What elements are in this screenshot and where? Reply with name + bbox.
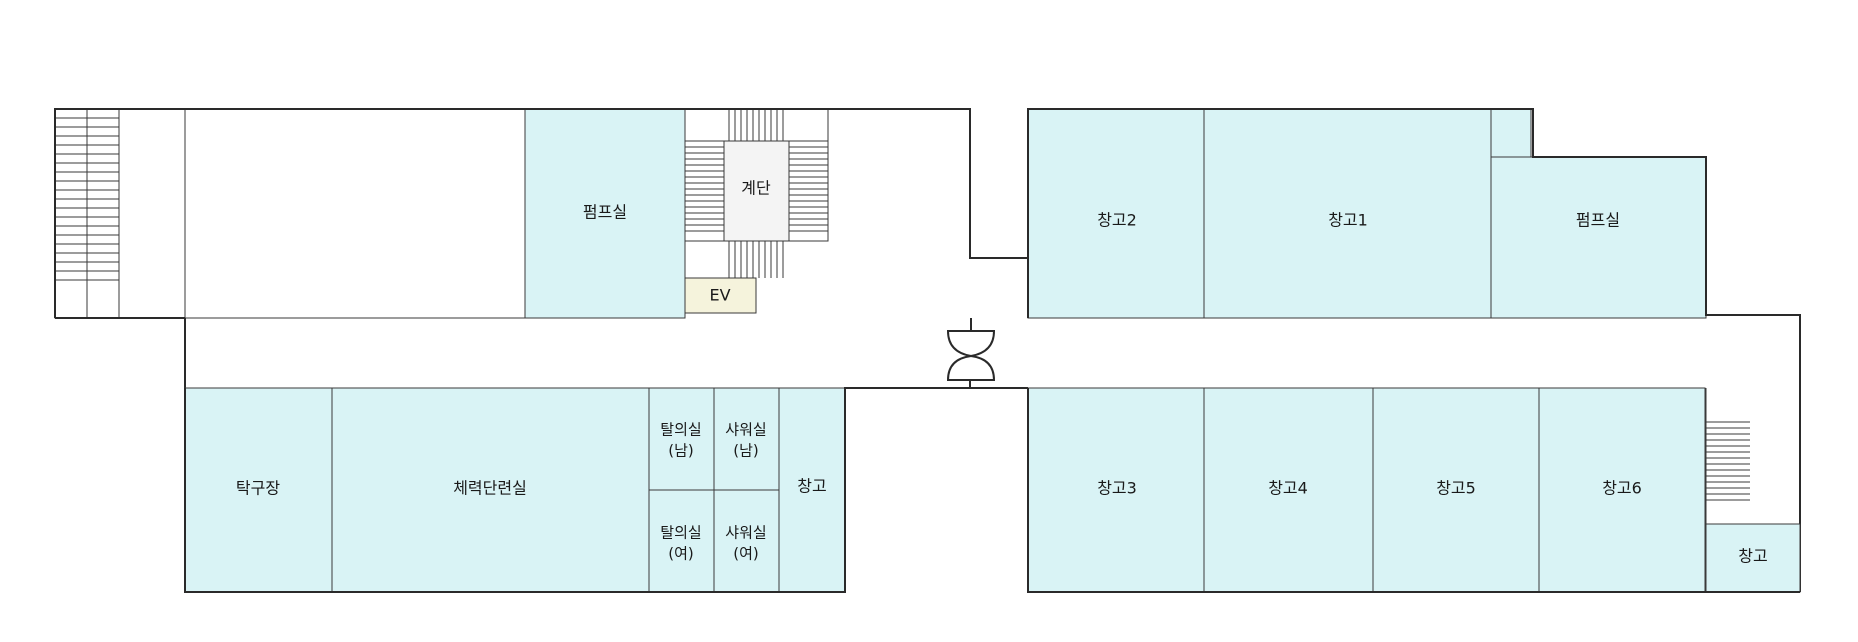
table-tennis-label: 탁구장 (236, 479, 280, 498)
changing-men-label-2: (남) (668, 442, 694, 460)
shower-room-women (713, 489, 780, 593)
storage-6 (1538, 387, 1706, 593)
changing-women-label-1: 탈의실 (660, 524, 701, 542)
shower-room-men (713, 387, 780, 491)
storage-2 (1027, 108, 1205, 319)
east-upper-wall (1027, 108, 1801, 592)
storage-3 (1027, 387, 1205, 593)
west-upper-wall (54, 108, 1028, 318)
changing-women-label-2: (여) (668, 545, 694, 563)
stair-core-treads (685, 109, 828, 278)
storage-5-label: 창고5 (1436, 479, 1476, 498)
pump-room-east (1490, 156, 1707, 319)
storage-1-label: 창고1 (1328, 211, 1368, 230)
fitness-label: 체력단련실 (453, 479, 527, 498)
west-upper-block: 펌프실 계단 EV (54, 108, 829, 319)
storage-1-nook (1490, 108, 1532, 158)
west-stair-area (54, 108, 186, 319)
shower-women-label-2: (여) (733, 545, 759, 563)
storage-6-label: 창고6 (1602, 479, 1642, 498)
storage-west-label: 창고 (797, 477, 826, 496)
east-lower-block: 창고3 창고4 창고5 창고6 창고 (1027, 387, 1801, 593)
storage-4 (1203, 387, 1374, 593)
storage-west (778, 387, 846, 593)
east-stair-treads (1706, 421, 1750, 501)
west-lower-wall (184, 371, 971, 593)
east-lower-wall (1027, 388, 1800, 593)
west-stair-treads (55, 117, 119, 281)
changing-room-women (648, 489, 715, 593)
east-upper-block: 창고2 창고1 펌프실 (1027, 108, 1707, 319)
changing-men-label-1: 탈의실 (660, 421, 701, 439)
shower-men-label-1: 샤워실 (725, 421, 766, 439)
storage-3-label: 창고3 (1097, 479, 1137, 498)
changing-room-men (648, 387, 715, 491)
shower-women-label-1: 샤워실 (725, 524, 766, 542)
shower-men-label-2: (남) (733, 442, 759, 460)
fitness-room (331, 387, 650, 593)
table-tennis-room (184, 387, 333, 593)
stairs-landing (723, 140, 790, 242)
storage-east-label: 창고 (1738, 547, 1767, 566)
pump-room-west-label: 펌프실 (583, 203, 627, 222)
elevator-label: EV (709, 286, 730, 305)
west-lower-block: 탁구장 체력단련실 탈의실 (남) 샤워실 (남) 탈의실 (여) 샤워실 (여… (184, 387, 846, 593)
elevator (684, 277, 757, 314)
west-open-hall (184, 108, 526, 319)
storage-1 (1203, 108, 1492, 319)
pump-room-east-label: 펌프실 (1576, 211, 1620, 230)
storage-4-label: 창고4 (1268, 479, 1308, 498)
storage-5 (1372, 387, 1540, 593)
storage-2-label: 창고2 (1097, 211, 1137, 230)
stairs-label: 계단 (741, 179, 771, 198)
connector-door-icon (946, 318, 996, 381)
